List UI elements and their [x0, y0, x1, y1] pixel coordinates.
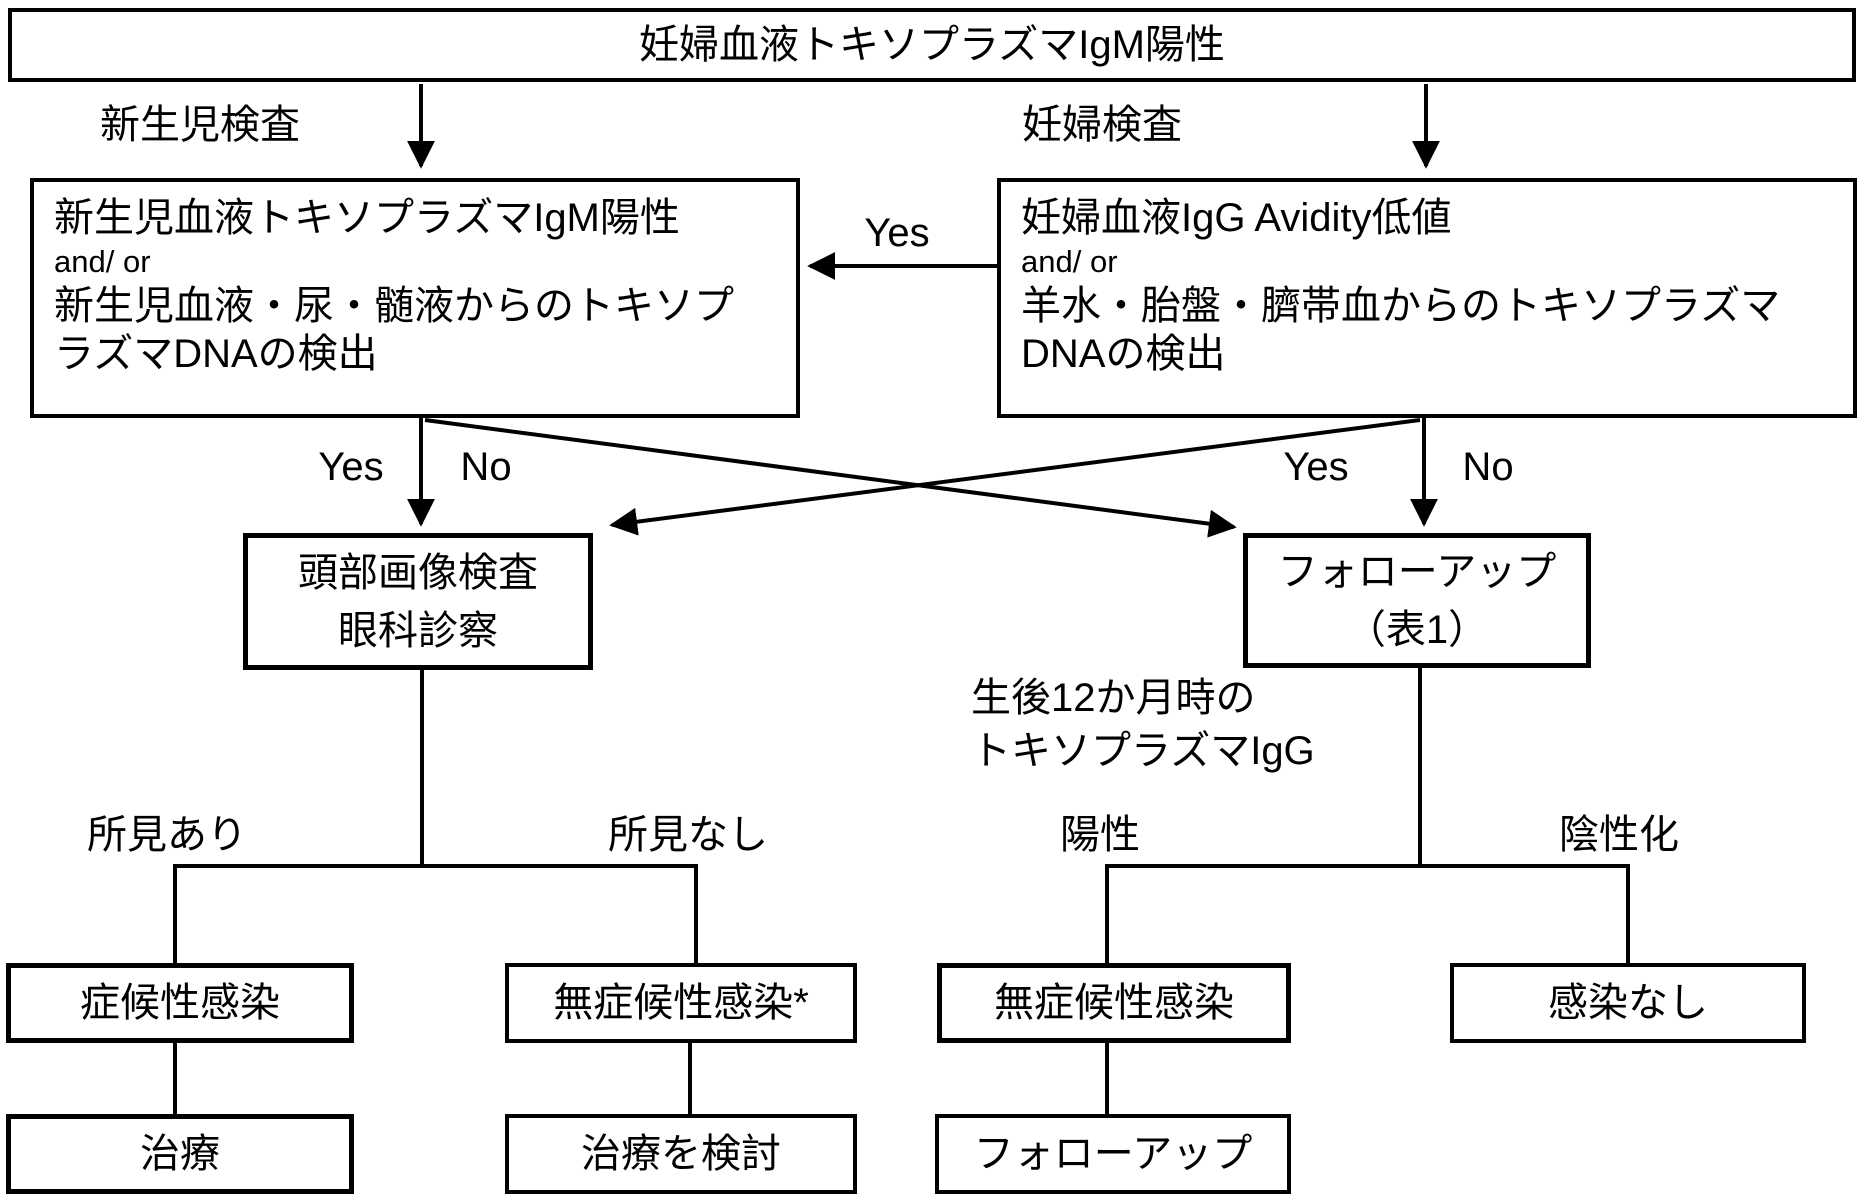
node-asymptomatic-infection: 無症候性感染: [937, 963, 1291, 1043]
label-findings-absent: 所見なし: [608, 813, 768, 857]
label-cross-yes: Yes: [864, 211, 930, 255]
node-maternal-criteria: 妊婦血液IgG Avidity低値 and/ or 羊水・胎盤・臍帯血からのトキ…: [997, 178, 1857, 418]
node-asymptomatic-infection-star: 無症候性感染*: [505, 963, 857, 1043]
label-igg-12months-line1: 生後12か月時の: [971, 676, 1256, 720]
connector-findings-tee: [173, 864, 698, 963]
asymptomatic-infection-star-text: 無症候性感染*: [553, 981, 809, 1025]
label-findings-present: 所見あり: [87, 813, 247, 857]
newborn-criteria-line3: 新生児血液・尿・髄液からのトキソプ: [54, 284, 734, 328]
newborn-criteria-line1: 新生児血液トキソプラズマIgM陽性: [54, 196, 680, 240]
label-newborn-no: No: [460, 445, 512, 489]
followup-outcome-text: フォローアップ: [973, 1132, 1253, 1176]
maternal-criteria-line3: 羊水・胎盤・臍帯血からのトキソプラズマ: [1021, 284, 1781, 328]
consider-treatment-text: 治療を検討: [581, 1132, 781, 1176]
head-imaging-line1: 頭部画像検査: [298, 550, 538, 595]
no-infection-text: 感染なし: [1548, 981, 1708, 1025]
node-root: 妊婦血液トキソプラズマIgM陽性: [8, 8, 1856, 82]
label-igg-12months: 生後12か月時の トキソプラズマIgG: [971, 672, 1315, 778]
label-newborn-test: 新生児検査: [100, 103, 300, 147]
followup-table1-line2: （表1）: [1345, 607, 1489, 652]
node-consider-treatment: 治療を検討: [505, 1114, 857, 1194]
asymptomatic-infection-text: 無症候性感染: [994, 981, 1234, 1025]
node-treatment: 治療: [6, 1114, 354, 1194]
node-followup-table1: フォローアップ （表1）: [1243, 533, 1591, 668]
node-no-infection: 感染なし: [1450, 963, 1806, 1043]
newborn-criteria-line2: and/ or: [54, 244, 151, 279]
label-maternal-no: No: [1462, 445, 1514, 489]
connector-newborn-no-diagonal: [424, 418, 1237, 538]
symptomatic-infection-text: 症候性感染: [80, 981, 280, 1025]
head-imaging-line2: 眼科診察: [338, 608, 498, 653]
node-followup-outcome: フォローアップ: [935, 1114, 1291, 1194]
maternal-criteria-line1: 妊婦血液IgG Avidity低値: [1021, 196, 1452, 240]
label-igg-positive: 陽性: [1060, 813, 1140, 857]
node-head-imaging: 頭部画像検査 眼科診察: [243, 533, 593, 670]
connector-maternal-yes-diagonal: [609, 418, 1421, 536]
label-igg-negative: 陰性化: [1559, 813, 1679, 857]
newborn-criteria-line4: ラズマDNAの検出: [54, 332, 378, 376]
label-newborn-yes: Yes: [318, 445, 384, 489]
maternal-criteria-line4: DNAの検出: [1021, 332, 1226, 376]
connector-igg-tee: [1105, 864, 1630, 963]
maternal-criteria-line2: and/ or: [1021, 244, 1118, 279]
node-newborn-criteria: 新生児血液トキソプラズマIgM陽性 and/ or 新生児血液・尿・髄液からのト…: [30, 178, 800, 418]
label-maternal-test: 妊婦検査: [1022, 103, 1182, 147]
followup-table1-line1: フォローアップ: [1277, 549, 1557, 594]
label-igg-12months-line2: トキソプラズマIgG: [971, 729, 1315, 773]
treatment-text: 治療: [140, 1132, 220, 1176]
label-maternal-yes: Yes: [1283, 445, 1349, 489]
node-root-text: 妊婦血液トキソプラズマIgM陽性: [639, 23, 1225, 67]
node-symptomatic-infection: 症候性感染: [6, 963, 354, 1043]
